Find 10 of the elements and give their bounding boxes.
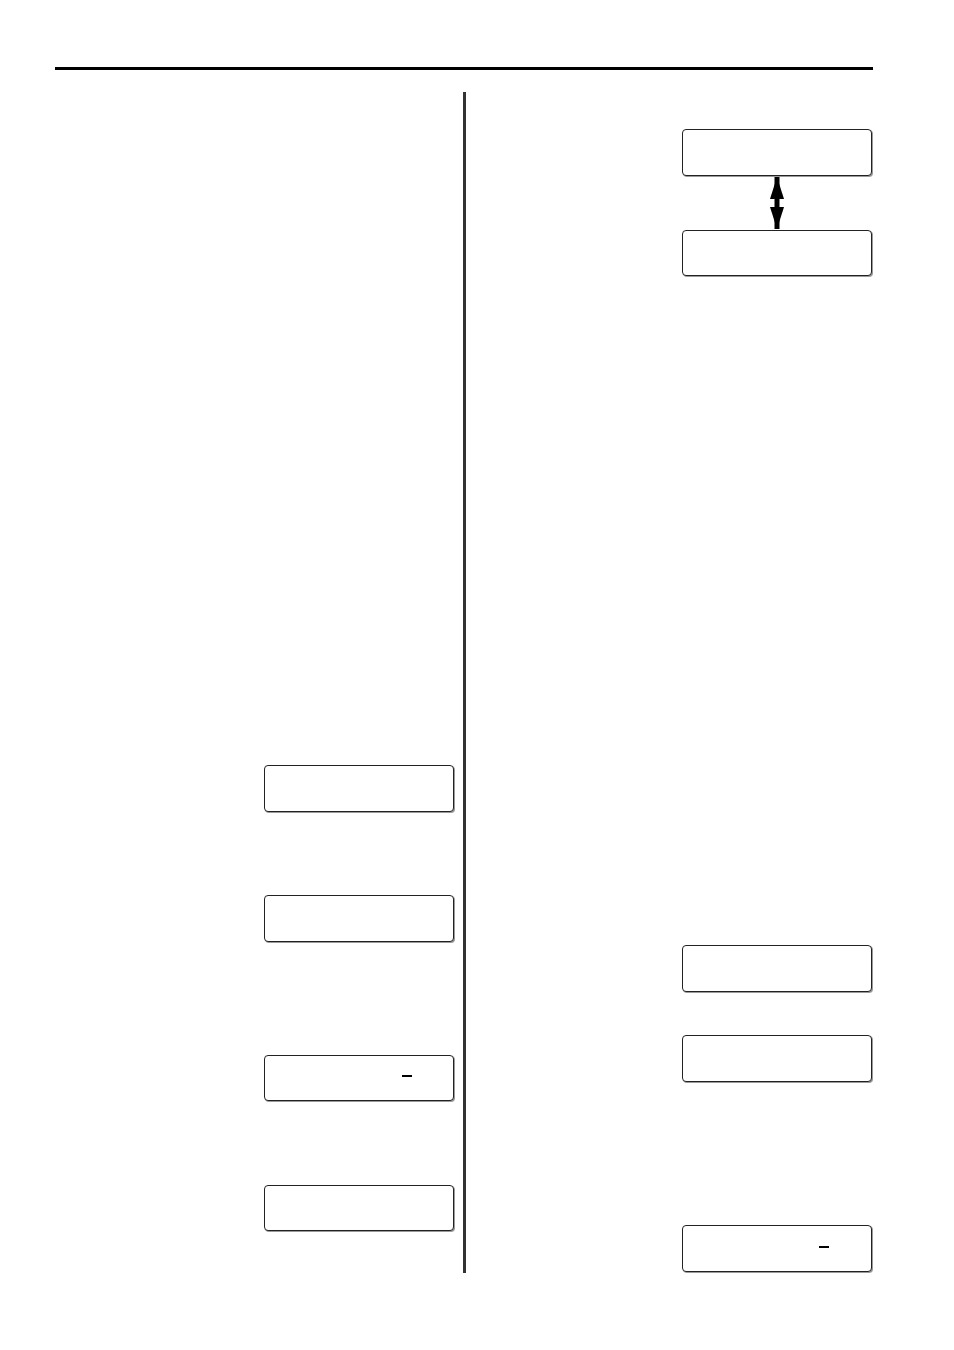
- lcd-display-box: [682, 230, 872, 276]
- lcd-display-box: [264, 1055, 454, 1101]
- lcd-display-box: [682, 945, 872, 992]
- lcd-display-box: [682, 1035, 872, 1082]
- lcd-display-box: [264, 765, 454, 812]
- lcd-display-box: [682, 1225, 872, 1272]
- lcd-display-box: [264, 1185, 454, 1231]
- lcd-display-box: [264, 895, 454, 942]
- lcd-display-box: [682, 129, 872, 176]
- double-arrow: [770, 177, 784, 229]
